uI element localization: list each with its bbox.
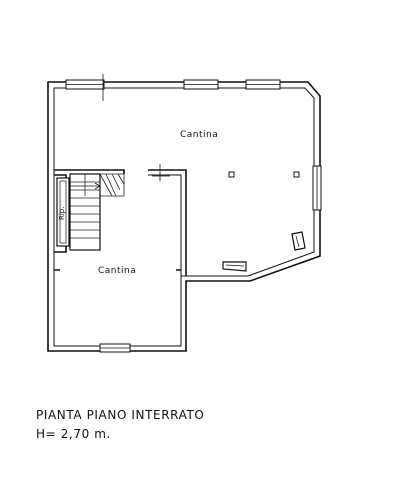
staircase: [69, 173, 125, 251]
outer-walls: [47, 81, 321, 352]
room-label-cantina-lower: Cantina: [98, 266, 136, 276]
plan-title: PIANTA PIANO INTERRATO: [36, 408, 205, 422]
storage-label: Rip.: [58, 207, 66, 220]
storage-room: [56, 177, 70, 247]
floor-height: H= 2,70 m.: [36, 427, 111, 441]
fixtures: [222, 171, 306, 272]
bottom-window: [99, 343, 131, 353]
right-window: [312, 165, 322, 211]
interior-walls: [54, 164, 187, 276]
room-label-cantina-upper: Cantina: [180, 130, 218, 140]
top-windows: [65, 74, 281, 101]
